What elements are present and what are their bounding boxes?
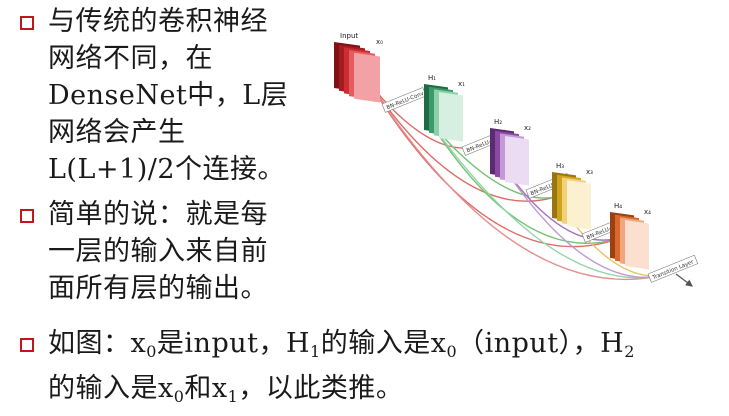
- connection-h2-transition: [499, 161, 669, 278]
- connection-h1-h4: [429, 121, 631, 244]
- connection-input-transition: [369, 83, 669, 281]
- x3-label: x₃: [586, 168, 593, 176]
- bullet-1-line-1: 与传统的卷积神经: [48, 6, 268, 37]
- bullet-1-line-2: 网络不同，在: [48, 43, 213, 74]
- densenet-diagram: Input x₀ BN-ReLU-Conv H₁ x₁ BN-ReLU-Conv…: [334, 32, 699, 287]
- h2-label: H₂: [494, 118, 502, 126]
- bullet-1-line-3: DenseNet中，L层: [48, 80, 289, 111]
- bullet-2-line-2: 一层的输入来自前: [48, 236, 268, 267]
- h3-label: H₃: [556, 162, 564, 170]
- h1-block: H₁ x₁: [424, 74, 465, 142]
- x4-label: x₄: [644, 208, 651, 216]
- h2-block: H₂ x₂: [490, 118, 531, 186]
- x1-label: x₁: [458, 80, 465, 88]
- bullet-2-line-3: 面所有层的输出。: [48, 273, 268, 304]
- bullet-2-text: 简单的说：就是每 一层的输入来自前 面所有层的输出。: [48, 196, 268, 307]
- bullet-1-line-4: 网络会产生: [48, 117, 186, 148]
- h1-label: H₁: [428, 74, 436, 82]
- connection-input-h4: [369, 83, 631, 248]
- h3-block: H₃ x₃: [552, 162, 593, 230]
- bullet-1-text: 与传统的卷积神经 网络不同，在 DenseNet中，L层 网络会产生 L(L+1…: [48, 3, 288, 188]
- bullet-3-line-2: 的输入是x0和x1，以此类推。: [48, 373, 404, 406]
- bullet-2-line-1: 简单的说：就是每: [48, 199, 268, 230]
- input-block: Input x₀: [334, 32, 383, 103]
- bullet-square-3: [20, 338, 34, 352]
- x2-label: x₂: [524, 124, 531, 132]
- x0-label: x₀: [376, 38, 383, 46]
- h4-block: H₄ x₄: [610, 202, 651, 270]
- bullet-3-line-1: 如图：x0是input，H1的输入是x0（input），H2: [48, 328, 635, 361]
- bullet-square-1: [20, 16, 34, 30]
- h4-label: H₄: [614, 202, 622, 210]
- brc-label-1: BN-ReLU-Conv: [381, 87, 427, 113]
- bullet-1-line-5: L(L+1)/2个连接。: [48, 154, 286, 185]
- transition-layer-label: Transition Layer: [647, 254, 699, 283]
- bullet-3-text: 如图：x0是input，H1的输入是x0（input），H2 的输入是x0和x1…: [48, 325, 635, 415]
- transition-arrow: [675, 273, 693, 287]
- input-label: Input: [340, 32, 358, 40]
- dense-connections: [369, 83, 669, 281]
- bullet-square-2: [20, 209, 34, 223]
